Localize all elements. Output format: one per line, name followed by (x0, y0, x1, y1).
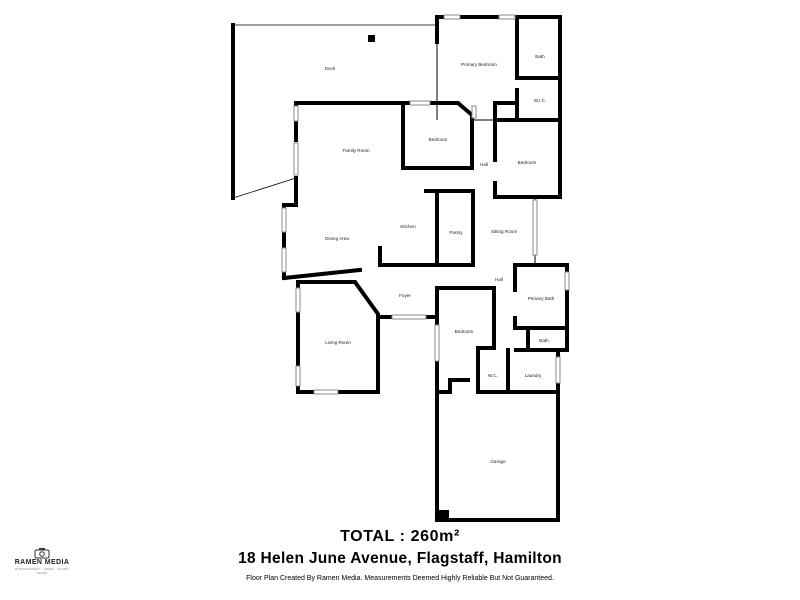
label-bedroom-1: Bedroom (429, 137, 448, 142)
label-bedroom-2: Bedroom (518, 160, 537, 165)
logo-name: RAMEN MEDIA (14, 559, 70, 566)
label-primary-bath: Primary Bath (528, 296, 555, 301)
property-address: 18 Helen June Avenue, Flagstaff, Hamilto… (238, 550, 562, 567)
label-deck: Deck (325, 66, 336, 71)
label-kitchen: Kitchen (400, 224, 416, 229)
logo-tagline: PHOTOGRAPHY · VIDEO · FLOOR PLANS (15, 567, 69, 575)
label-foyer: Foyer (399, 293, 411, 298)
ramen-media-logo: RAMEN MEDIA PHOTOGRAPHY · VIDEO · FLOOR … (12, 547, 72, 575)
label-dining-area: Dining Area (325, 236, 349, 241)
windows (281, 14, 570, 395)
label-living-room: Living Room (325, 340, 351, 345)
label-hall-2: Hall (495, 277, 503, 282)
camera-logo-icon (34, 548, 50, 559)
disclaimer: Floor Plan Created By Ramen Media. Measu… (246, 575, 554, 582)
label-primary-bedroom: Primary Bedroom (461, 62, 497, 67)
label-bath-2: Bath (539, 338, 549, 343)
label-wic: W.I.C. (534, 98, 547, 103)
deck-outline (231, 23, 437, 200)
label-family-room: Family Room (342, 148, 369, 153)
label-wc: W.C. (488, 373, 498, 378)
label-laundry: Laundry (525, 373, 542, 378)
primary-suite-walls (435, 15, 562, 199)
deck-post (368, 35, 375, 42)
garage-post (437, 510, 449, 520)
label-bath: Bath (535, 54, 545, 59)
label-garage: Garage (490, 459, 506, 464)
label-bedroom-3: Bedroom (455, 329, 474, 334)
label-pantry: Pantry (449, 230, 463, 235)
family-room-walls (282, 101, 405, 280)
garage-walls (435, 316, 560, 522)
label-hall-1: Hall (480, 162, 488, 167)
label-sitting-room: Sitting Room (491, 229, 517, 234)
total-area: TOTAL : 260m² (340, 528, 460, 545)
kitchen-pantry-walls (378, 189, 475, 267)
